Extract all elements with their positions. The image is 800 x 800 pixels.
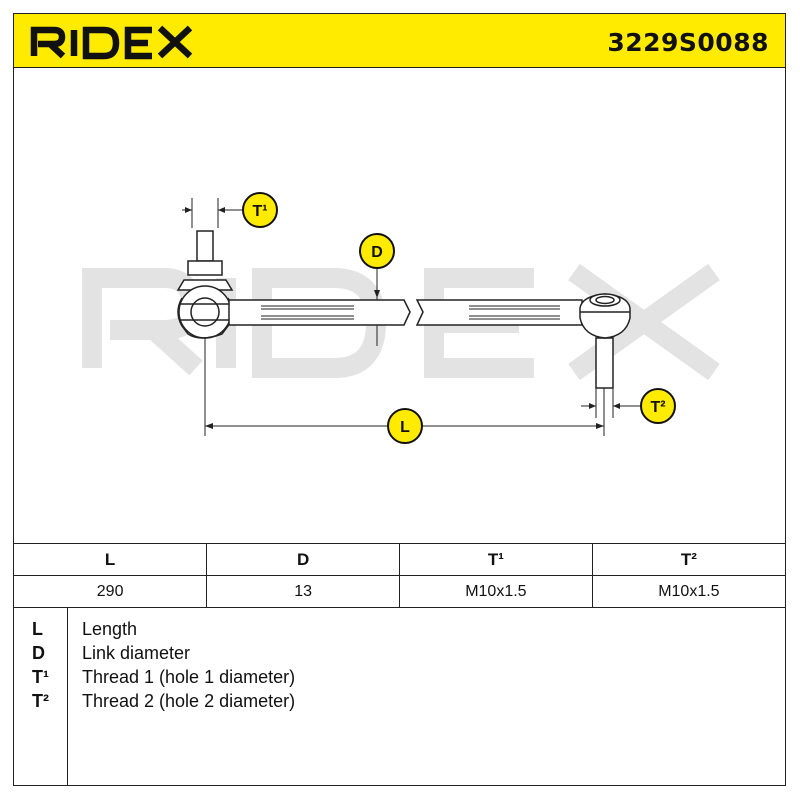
legend: L Length D Link diameter T¹ Thread 1 (ho… xyxy=(14,607,785,786)
legend-desc: Thread 1 (hole 1 diameter) xyxy=(82,667,296,687)
header-cell-d: D xyxy=(206,543,400,576)
t1-badge: T¹ xyxy=(242,192,278,228)
l-label: L xyxy=(400,419,410,436)
value-cell-d: 13 xyxy=(206,575,400,608)
d-label: D xyxy=(371,244,383,261)
legend-key: T² xyxy=(32,691,49,711)
left-ball-joint xyxy=(176,230,234,339)
legend-divider xyxy=(67,607,68,786)
spec-table-header-row: L D T¹ T² xyxy=(14,543,785,576)
spec-table: L D T¹ T² 290 13 M10x1.5 M10x1.5 xyxy=(14,543,785,608)
header-bar: 3229S0088 xyxy=(14,14,785,68)
value-cell-l: 290 xyxy=(14,575,208,608)
t2-badge: T² xyxy=(640,388,676,424)
header-cell-t2: T² xyxy=(591,543,785,576)
link-shaft xyxy=(228,299,583,326)
value-cell-t2: M10x1.5 xyxy=(591,575,785,608)
header-cell-l: L xyxy=(14,543,208,576)
legend-item: T² Thread 2 (hole 2 diameter) xyxy=(14,691,785,715)
part-number: 3229S0088 xyxy=(607,28,769,57)
legend-item: L Length xyxy=(14,619,785,643)
right-ball-joint xyxy=(579,293,631,389)
legend-desc: Link diameter xyxy=(82,643,191,663)
legend-key: L xyxy=(32,619,43,639)
legend-key: D xyxy=(32,643,45,663)
legend-key: T¹ xyxy=(32,667,49,687)
technical-drawing: T¹ D L T² xyxy=(82,192,720,444)
d-badge: D xyxy=(359,233,395,269)
legend-desc: Thread 2 (hole 2 diameter) xyxy=(82,691,296,711)
legend-desc: Length xyxy=(82,619,138,639)
legend-item: T¹ Thread 1 (hole 1 diameter) xyxy=(14,667,785,691)
value-cell-t1: M10x1.5 xyxy=(399,575,593,608)
header-cell-t1: T¹ xyxy=(399,543,593,576)
t2-label: T² xyxy=(650,399,665,416)
t1-label: T¹ xyxy=(252,203,267,220)
ridex-logo xyxy=(30,25,193,60)
l-badge: L xyxy=(387,408,423,444)
legend-item: D Link diameter xyxy=(14,643,785,667)
product-sheet: 3229S0088 xyxy=(13,13,786,786)
spec-table-value-row: 290 13 M10x1.5 M10x1.5 xyxy=(14,575,785,608)
